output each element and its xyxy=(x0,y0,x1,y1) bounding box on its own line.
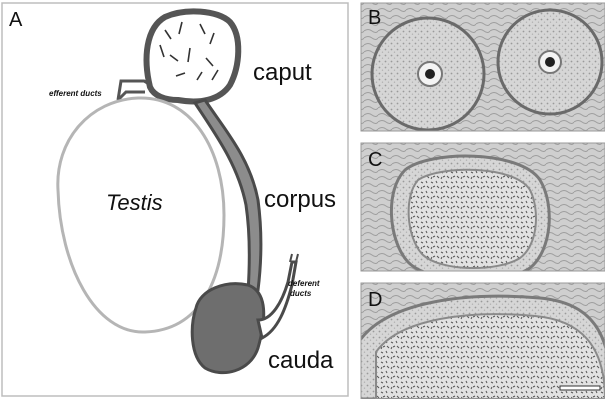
caput-tubule-right-core xyxy=(545,57,555,67)
corpus-tubule-lumen xyxy=(409,170,536,268)
deferent-ducts-label-line2: ducts xyxy=(290,289,312,298)
panel-c: C xyxy=(361,143,605,280)
efferent-ducts-label: efferent ducts xyxy=(49,89,102,98)
panel-d-label: D xyxy=(368,289,382,311)
panel-a: A Testis caput corpus cauda efferent duc… xyxy=(2,3,348,396)
panel-c-label: C xyxy=(368,149,382,171)
deferent-ducts-label-line1: deferent xyxy=(288,279,320,288)
panel-a-label: A xyxy=(9,9,23,31)
cauda-shape xyxy=(192,284,263,373)
panel-b-label: B xyxy=(368,7,381,29)
panel-d: D xyxy=(360,283,605,399)
panel-b: B xyxy=(361,3,605,131)
cauda-label: cauda xyxy=(268,347,334,374)
scale-bar xyxy=(560,386,600,390)
caput-tubule-left-core xyxy=(425,69,435,79)
testis-label: Testis xyxy=(106,190,163,215)
corpus-label: corpus xyxy=(264,186,336,213)
caput-label: caput xyxy=(253,59,312,86)
caput-shape xyxy=(147,11,239,101)
